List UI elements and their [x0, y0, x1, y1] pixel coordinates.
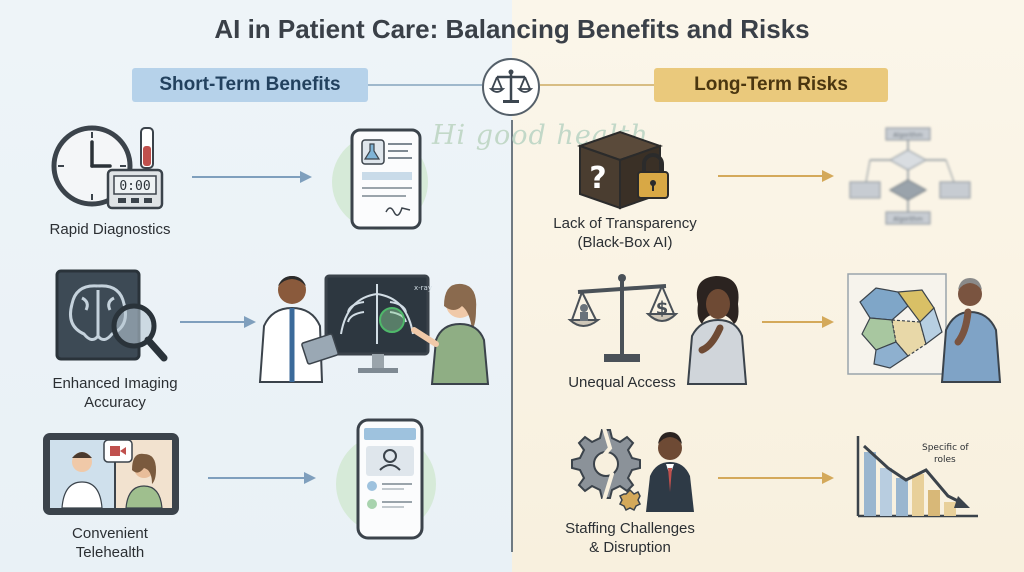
- xray-tag: x-ray: [414, 284, 432, 292]
- chart-note-line2: roles: [934, 455, 956, 465]
- chart-note-line1: Specific of: [922, 443, 969, 453]
- svg-text:$: $: [656, 298, 669, 319]
- lack-of-transparency-label: Lack of Transparency(Black-Box AI): [553, 215, 697, 251]
- banner-connector-left: [368, 84, 482, 86]
- brain-scan-magnifier-icon: [54, 268, 170, 373]
- svg-text:?: ?: [589, 161, 606, 196]
- video-call-tablet-icon: [40, 430, 182, 523]
- benefit-arrow-3: [206, 471, 318, 490]
- risk-arrow-2: [760, 315, 836, 334]
- center-divider: [511, 120, 513, 552]
- flowchart-label-bottom: Algorithm: [893, 216, 923, 223]
- telehealth-phone-app-icon: [334, 418, 438, 547]
- unequal-access-map-icon: [846, 272, 1006, 389]
- rapid-diagnostics-label: Rapid Diagnostics: [49, 221, 171, 238]
- benefit-arrow-1: [190, 170, 314, 189]
- long-term-risks-header: Long-Term Risks: [654, 68, 888, 102]
- algorithm-flowchart-icon: Algorithm Algorithm: [846, 126, 974, 235]
- lab-report-tablet-icon: [330, 126, 440, 237]
- broken-gear-worker-icon: [566, 424, 702, 519]
- svg-text:0:00: 0:00: [119, 179, 150, 194]
- unequal-access-label: Unequal Access: [568, 374, 676, 391]
- flowchart-label-top: Algorithm: [893, 132, 923, 139]
- locked-mystery-box-icon: ?: [574, 126, 674, 219]
- balance-scale-icon: [482, 58, 540, 116]
- risk-arrow-3: [716, 471, 836, 490]
- thinking-woman-icon: [684, 274, 750, 391]
- unbalanced-scale-icon: $: [566, 270, 680, 371]
- banner-connector-right: [540, 84, 654, 86]
- clock-timer-icon: 0:00: [48, 122, 168, 219]
- risk-arrow-1: [716, 169, 836, 188]
- benefit-arrow-2: [178, 315, 258, 334]
- declining-roles-chart-icon: Specific of roles: [852, 432, 982, 527]
- staffing-challenges-label: Staffing Challenges& Disruption: [565, 520, 695, 556]
- short-term-benefits-header: Short-Term Benefits: [132, 68, 368, 102]
- page-title: AI in Patient Care: Balancing Benefits a…: [214, 14, 810, 44]
- doctor-xray-consult-icon: x-ray: [254, 270, 494, 395]
